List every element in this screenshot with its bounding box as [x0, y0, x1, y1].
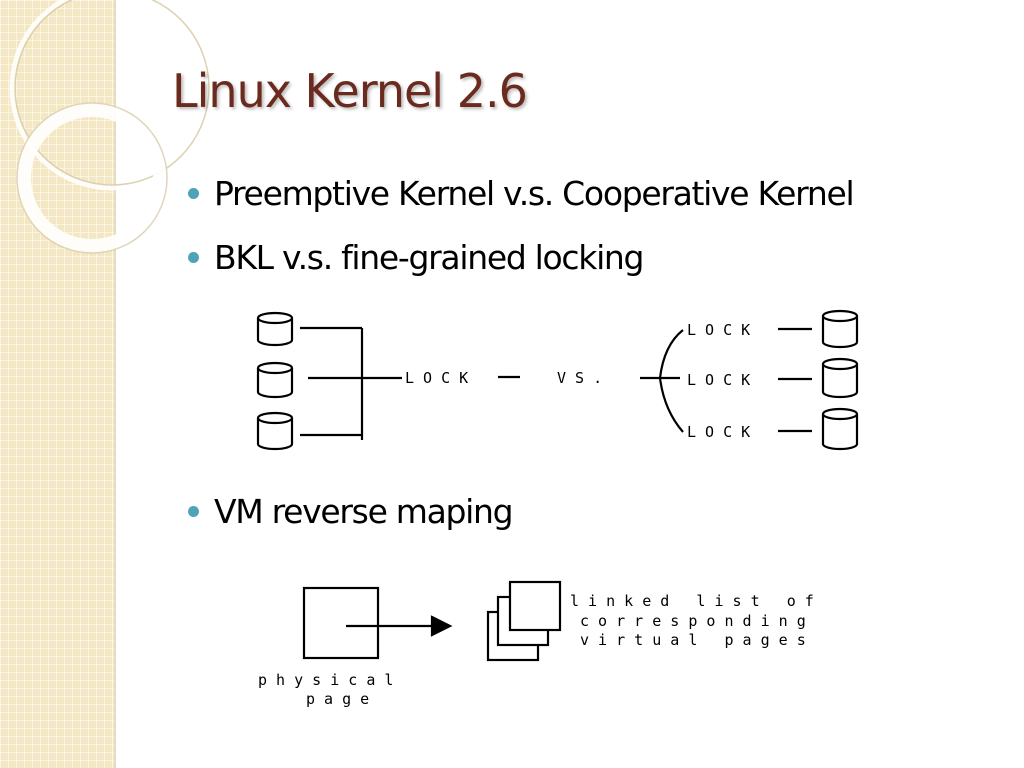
bullet-dot-icon	[188, 252, 199, 263]
stacked-pages-icon	[486, 580, 562, 662]
deco-circle-bottom	[17, 103, 167, 253]
fine-lock-connector	[640, 327, 812, 433]
database-icon	[821, 309, 859, 349]
bullet-text: BKL v.s. fine-grained locking	[214, 238, 645, 277]
deco-circle-bottom-outline	[16, 102, 168, 254]
database-icon	[256, 361, 294, 399]
fine-lock-label: L O C K	[687, 423, 750, 441]
bullet-dot-icon	[188, 188, 199, 199]
slide-title: Linux Kernel 2.6	[172, 64, 528, 118]
vs-label: V S .	[557, 369, 602, 387]
fine-lock-label: L O C K	[687, 371, 750, 389]
big-lock-connector	[300, 326, 520, 440]
bullet-dot-icon	[188, 506, 199, 517]
side-strip-edge	[114, 0, 116, 768]
bullet-item: Preemptive Kernel v.s. Cooperative Kerne…	[188, 174, 855, 213]
bullet-item: BKL v.s. fine-grained locking	[188, 238, 645, 277]
database-icon	[821, 357, 859, 399]
deco-circle-top	[9, 0, 215, 191]
deco-circle-top-outline	[14, 0, 210, 186]
database-icon	[256, 411, 294, 451]
physical-page-label: p h y s i c a l	[258, 671, 393, 689]
linked-list-label: c o r r e s p o n d i n g	[580, 612, 806, 630]
database-icon	[256, 311, 294, 347]
bullet-item: VM reverse maping	[188, 492, 514, 531]
bullet-text: VM reverse maping	[214, 492, 514, 531]
database-icon	[821, 407, 859, 451]
decorative-circles	[9, 0, 215, 254]
physical-page-box	[302, 586, 380, 660]
linked-list-label: l i n k e d l i s t o f	[570, 592, 814, 610]
arrow-right-icon	[346, 615, 453, 637]
physical-page-label: p a g e	[306, 690, 369, 708]
big-lock-label: L O C K	[405, 369, 468, 387]
bullet-text: Preemptive Kernel v.s. Cooperative Kerne…	[214, 174, 855, 213]
linked-list-label: v i r t u a l p a g e s	[580, 631, 806, 649]
fine-lock-label: L O C K	[687, 321, 750, 339]
